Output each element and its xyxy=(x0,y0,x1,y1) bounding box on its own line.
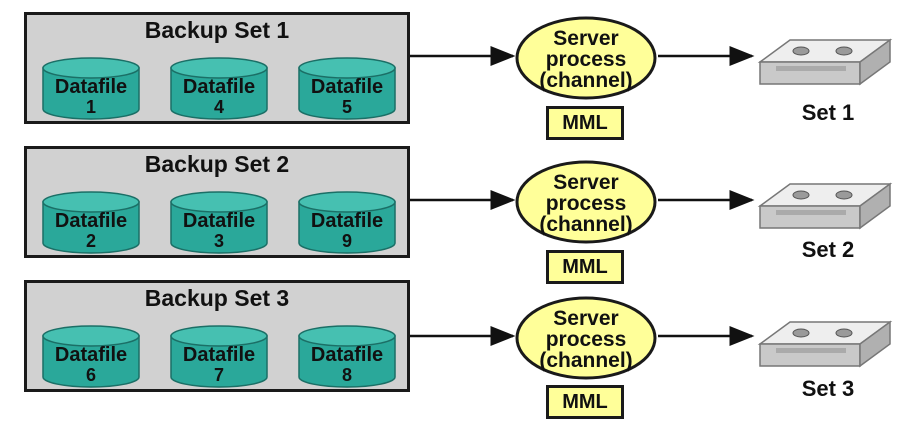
output-set-label: Set 1 xyxy=(801,100,855,125)
tape-drive-icon xyxy=(757,320,893,368)
datafile-cylinder: Datafile 2 xyxy=(41,190,141,255)
tape-drive-icon xyxy=(757,182,893,230)
server-ellipse xyxy=(515,296,657,380)
datafile-label: Datafile xyxy=(54,344,128,366)
datafile-cylinder: Datafile 4 xyxy=(169,56,269,121)
mml-box: MML xyxy=(546,385,624,419)
server-label-line1: Server xyxy=(553,27,619,50)
server-process: Server process (channel) xyxy=(514,16,658,100)
database-icon xyxy=(170,57,268,120)
server-label-line1: Server xyxy=(553,171,619,194)
output-set-label: Set 3 xyxy=(801,376,855,401)
database-icon xyxy=(42,325,140,388)
datafile-cylinder: Datafile 5 xyxy=(297,56,397,121)
datafile-label: Datafile xyxy=(182,210,256,232)
datafile-number: 3 xyxy=(213,231,224,251)
database-icon xyxy=(170,325,268,388)
datafile-number: 2 xyxy=(85,231,96,251)
server-label-line3: (channel) xyxy=(539,213,633,236)
datafile-label: Datafile xyxy=(54,76,128,98)
datafile-label: Datafile xyxy=(182,344,256,366)
datafile-label: Datafile xyxy=(54,210,128,232)
database-icon xyxy=(298,57,396,120)
datafile-label: Datafile xyxy=(310,76,384,98)
server-label-line1: Server xyxy=(553,307,619,330)
datafile-number: 7 xyxy=(213,365,224,385)
datafile-number: 6 xyxy=(85,365,96,385)
server-label-line2: process xyxy=(545,328,627,351)
server-label-line3: (channel) xyxy=(539,69,633,92)
tape-drive-icon xyxy=(757,38,893,86)
database-icon xyxy=(42,191,140,254)
server-ellipse xyxy=(515,160,657,244)
backup-set-1: Backup Set 1 Datafile 1 Datafile 4 Dataf… xyxy=(24,12,410,124)
datafile-label: Datafile xyxy=(310,210,384,232)
datafile-number: 9 xyxy=(341,231,352,251)
datafile-number: 4 xyxy=(213,97,224,117)
datafile-cylinder: Datafile 9 xyxy=(297,190,397,255)
backup-set-2: Backup Set 2 Datafile 2 Datafile 3 Dataf… xyxy=(24,146,410,258)
database-icon xyxy=(298,191,396,254)
datafile-number: 1 xyxy=(85,97,96,117)
database-icon xyxy=(170,191,268,254)
mml-box: MML xyxy=(546,106,624,140)
server-label-line2: process xyxy=(545,192,627,215)
datafile-cylinder: Datafile 8 xyxy=(297,324,397,389)
database-icon xyxy=(42,57,140,120)
server-process: Server process (channel) xyxy=(514,160,658,244)
datafile-cylinder: Datafile 3 xyxy=(169,190,269,255)
mml-box: MML xyxy=(546,250,624,284)
backup-set-title: Backup Set 1 xyxy=(144,17,290,43)
datafile-cylinder: Datafile 1 xyxy=(41,56,141,121)
datafile-cylinder: Datafile 7 xyxy=(169,324,269,389)
backup-set-3: Backup Set 3 Datafile 6 Datafile 7 Dataf… xyxy=(24,280,410,392)
server-ellipse xyxy=(515,16,657,100)
server-label-line3: (channel) xyxy=(539,349,633,372)
server-process: Server process (channel) xyxy=(514,296,658,380)
output-set-label: Set 2 xyxy=(801,237,855,262)
datafile-label: Datafile xyxy=(182,76,256,98)
datafile-number: 5 xyxy=(341,97,352,117)
backup-set-title: Backup Set 2 xyxy=(144,151,290,177)
server-label-line2: process xyxy=(545,48,627,71)
database-icon xyxy=(298,325,396,388)
backup-set-title: Backup Set 3 xyxy=(144,285,290,311)
datafile-label: Datafile xyxy=(310,344,384,366)
datafile-number: 8 xyxy=(341,365,352,385)
datafile-cylinder: Datafile 6 xyxy=(41,324,141,389)
